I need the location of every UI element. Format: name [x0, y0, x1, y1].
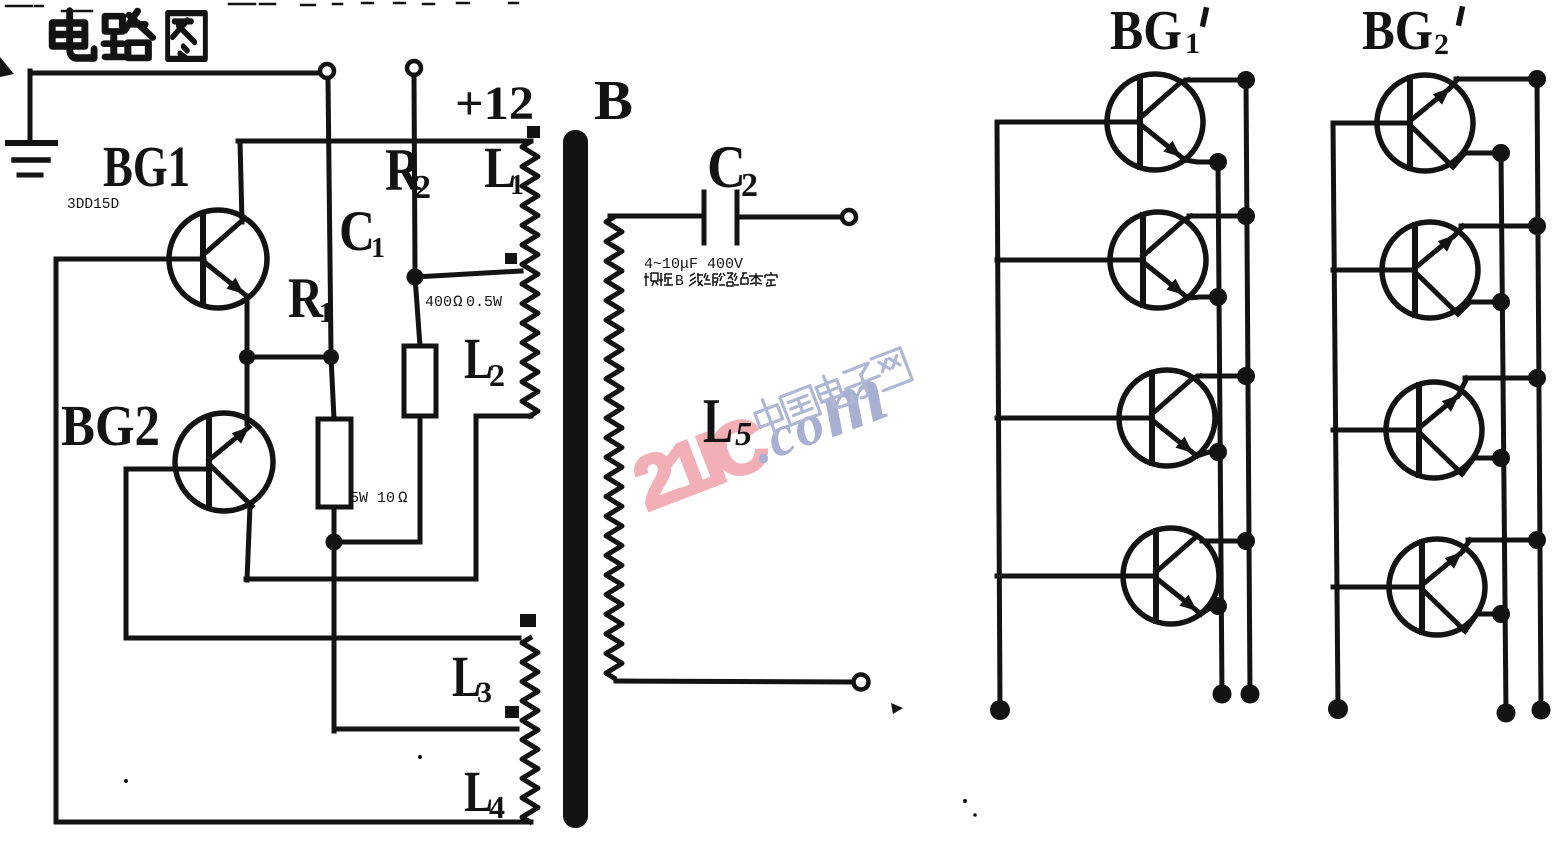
svg-text:2: 2	[489, 357, 505, 393]
svg-text:BG2: BG2	[61, 393, 160, 458]
svg-text:+12: +12	[455, 77, 534, 130]
svg-text:L: L	[464, 326, 493, 391]
svg-text:Ω: Ω	[453, 293, 463, 311]
svg-text:L: L	[464, 759, 493, 824]
svg-text:L: L	[703, 385, 733, 456]
svg-text:1: 1	[319, 298, 333, 329]
svg-text:BG: BG	[1362, 0, 1433, 62]
svg-text:R: R	[288, 267, 324, 330]
svg-text:C: C	[707, 134, 746, 200]
svg-text:2: 2	[414, 169, 431, 206]
svg-text:BG1: BG1	[103, 134, 190, 199]
svg-text:5W 10: 5W 10	[350, 490, 395, 507]
svg-text:0.5W: 0.5W	[466, 294, 502, 311]
svg-text:B: B	[594, 70, 633, 132]
svg-text:4~10μF 400V: 4~10μF 400V	[644, 256, 743, 273]
svg-text:2: 2	[1434, 28, 1449, 61]
svg-text:L: L	[452, 644, 481, 709]
svg-text:4: 4	[489, 789, 505, 825]
svg-text:3: 3	[477, 676, 492, 709]
svg-text:R: R	[385, 137, 422, 203]
svg-text:Ω: Ω	[398, 489, 408, 507]
svg-text:400: 400	[425, 294, 452, 311]
svg-text:5: 5	[735, 416, 752, 453]
svg-text:1: 1	[510, 170, 524, 201]
svg-text:1: 1	[371, 233, 385, 264]
svg-text:3DD15D: 3DD15D	[67, 197, 119, 213]
svg-text:BG: BG	[1110, 0, 1182, 62]
svg-text:B: B	[675, 274, 684, 290]
svg-text:C: C	[339, 200, 375, 263]
svg-text:L: L	[484, 135, 516, 200]
svg-text:2: 2	[741, 167, 758, 204]
svg-text:1: 1	[1185, 27, 1200, 60]
